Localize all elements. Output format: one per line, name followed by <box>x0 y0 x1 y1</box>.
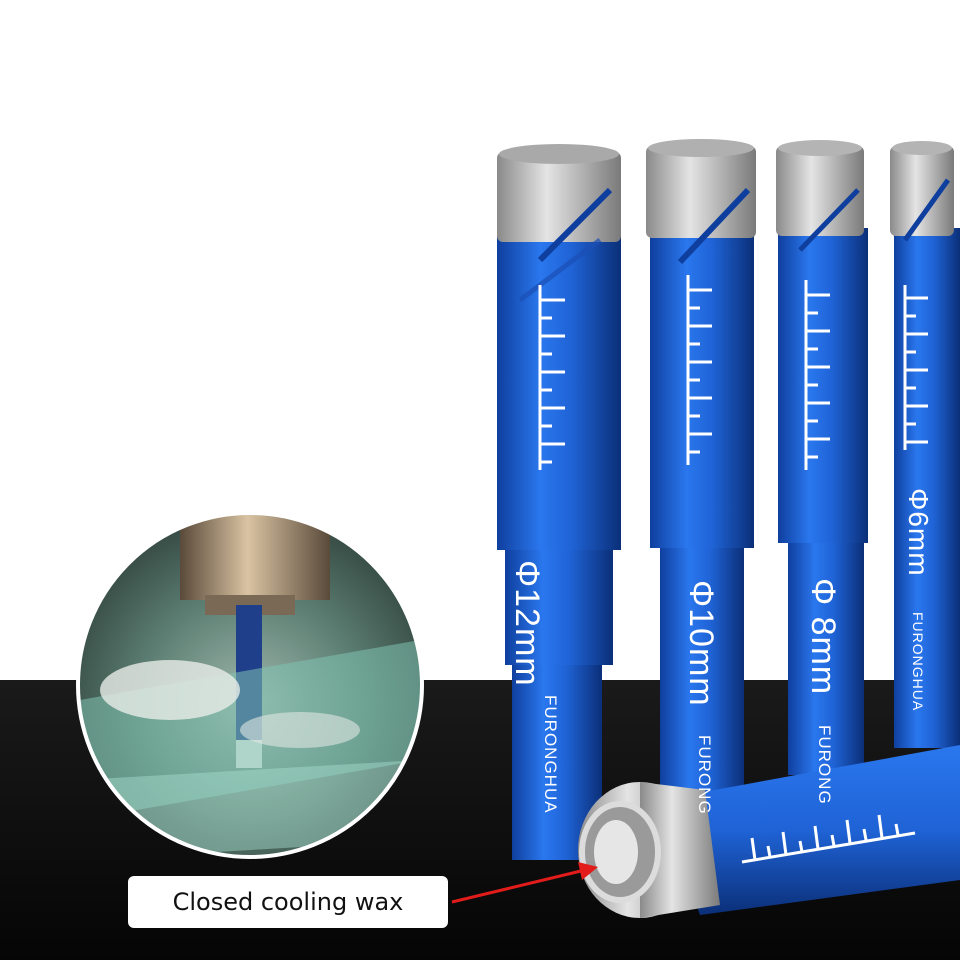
bit-size-label-6mm: Φ6mm <box>903 488 934 577</box>
drill-bit-horizontal <box>578 745 960 918</box>
drill-bit-8mm <box>776 140 868 775</box>
bit-brand-label-6mm: FURONGHUA <box>910 612 926 712</box>
bit-size-label-10mm: Φ10mm <box>682 580 720 707</box>
bit-size-label-12mm: Φ12mm <box>508 560 546 687</box>
drill-bit-10mm <box>646 139 756 800</box>
bit-brand-label-8mm: FURONG <box>815 725 834 805</box>
closed-cooling-wax-callout: Closed cooling wax <box>128 876 448 928</box>
bit-brand-label-12mm: FURONGHUA <box>541 695 560 814</box>
drill-bit-6mm <box>890 141 960 748</box>
drill-bit-12mm <box>497 144 621 860</box>
callout-arrow <box>451 862 598 904</box>
bit-size-label-8mm: Φ 8mm <box>804 578 842 696</box>
bit-brand-label-10mm: FURONG <box>695 735 714 815</box>
